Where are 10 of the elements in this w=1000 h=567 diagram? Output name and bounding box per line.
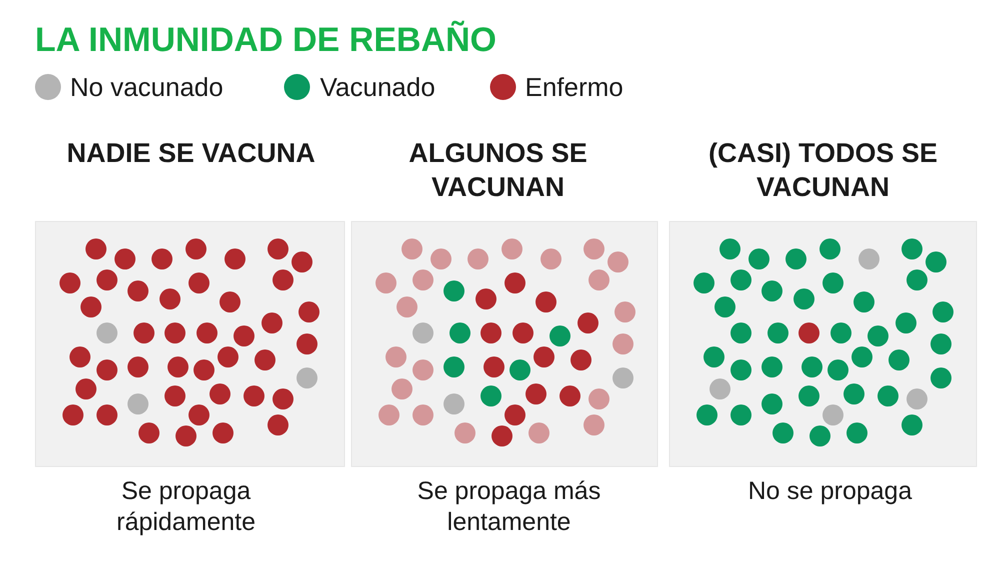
panel-heading: (CASI) TODOS SE VACUNAN (707, 137, 939, 204)
panel-heading: ALGUNOS SE VACUNAN (408, 137, 588, 204)
legend-label: Vacunado (320, 72, 436, 102)
panel-caption: Se propaga más lentamente (416, 476, 602, 538)
legend-label: No vacunado (70, 72, 224, 102)
panel-heading: NADIE SE VACUNA (66, 137, 316, 170)
panel-caption: No se propaga (748, 476, 912, 507)
diagram-title: LA INMUNIDAD DE REBAÑO (35, 20, 497, 60)
panel-caption: Se propaga rápidamente (116, 476, 256, 538)
legend-label: Enfermo (525, 72, 624, 102)
